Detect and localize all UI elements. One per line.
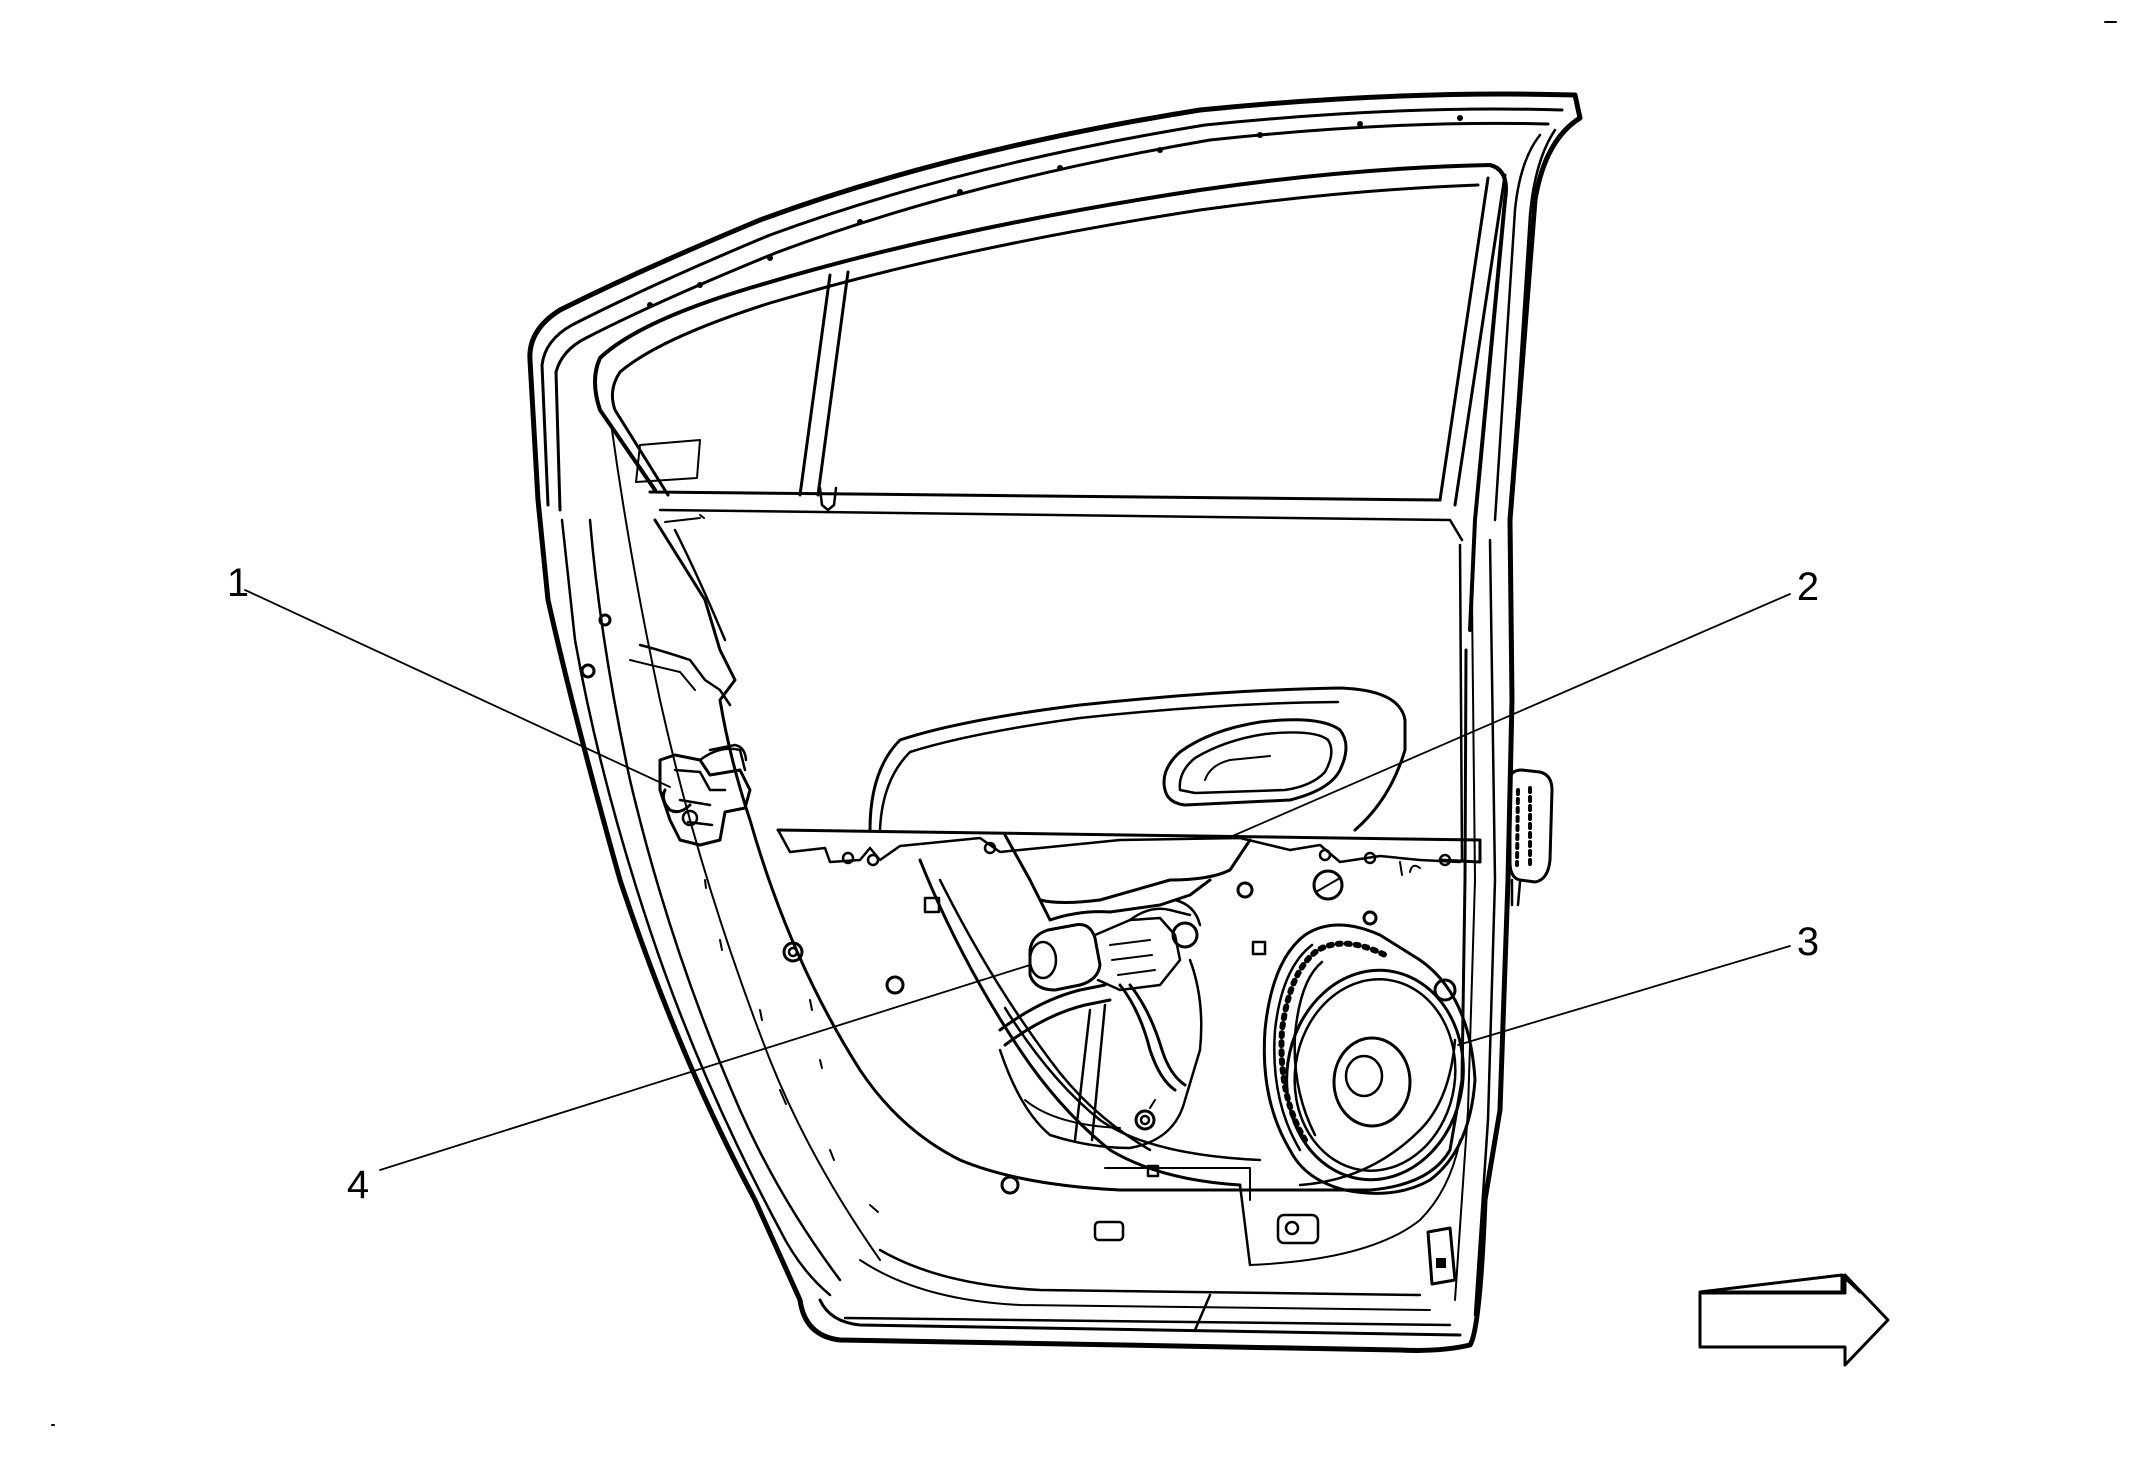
panel-holes-and-fasteners (580, 613, 1457, 1286)
callout-3: 3 (1797, 920, 1819, 964)
leader-line-3 (1457, 945, 1791, 1046)
door-inner-panel (653, 518, 1468, 1332)
window-opening (593, 163, 1508, 632)
armrest-panel (868, 686, 1407, 832)
outside-door-handle (1508, 768, 1554, 907)
leader-line-2 (1227, 593, 1791, 839)
door-outer-frame (527, 91, 1583, 1353)
door-lock-latch (629, 643, 752, 847)
leader-line-1 (244, 589, 671, 788)
leader-line-4 (379, 964, 1031, 1171)
callout-1: 1 (227, 561, 249, 605)
callout-2: 2 (1797, 565, 1819, 609)
right-arrow-icon (1698, 1273, 1890, 1367)
trim-mounting-rail (776, 828, 1482, 867)
window-regulator-motor (998, 833, 1252, 1150)
callout-4: 4 (347, 1163, 369, 1207)
leader-lines (244, 589, 1791, 1171)
door-speaker (1262, 923, 1477, 1195)
roof-rail-fasteners (647, 115, 1463, 308)
